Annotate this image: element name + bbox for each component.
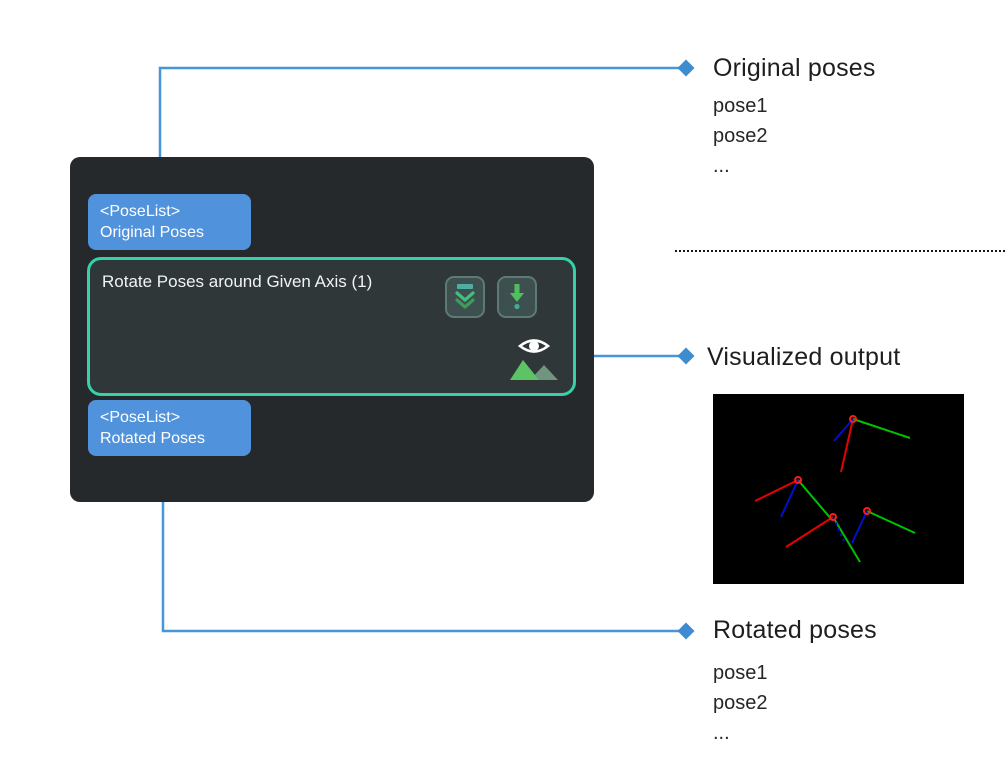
diamond-marker [677,347,695,365]
step-title: Rotate Poses around Given Axis (1) [102,272,373,291]
step-node[interactable]: Rotate Poses around Given Axis (1) [87,257,576,396]
section-divider [675,250,1005,252]
input-port-type: <PoseList> [100,203,181,220]
output-port-name: Rotated Poses [100,430,205,447]
annotation-title: Visualized output [707,343,901,371]
annotation-title: Rotated poses [713,616,877,644]
pose-list-item: pose1 [713,95,768,117]
input-port-label[interactable]: <PoseList> Original Poses [88,194,251,250]
diamond-marker [677,59,695,77]
pose-visualization-image [713,394,964,584]
execute-step-icon [504,282,530,313]
eye-icon [517,339,551,353]
annotation-rotated-poses: Rotated poses pose1 pose2 ... [713,616,877,748]
output-port-type: <PoseList> [100,409,181,426]
unfold-parameters-icon [452,282,478,313]
output-port-label[interactable]: <PoseList> Rotated Poses [88,400,251,456]
pose-list-item: pose2 [713,125,768,147]
annotation-title: Original poses [713,54,876,82]
unfold-parameters-button[interactable] [445,276,485,318]
pose-list-item: pose1 [713,662,768,684]
pose-list-ellipsis: ... [713,155,730,177]
mountains-icon [510,360,558,380]
visualize-output-icon[interactable] [508,334,560,382]
pose-list-ellipsis: ... [713,722,730,744]
pose-list-item: pose2 [713,692,768,714]
diamond-marker [677,622,695,640]
input-port-name: Original Poses [100,224,205,241]
execute-step-button[interactable] [497,276,537,318]
annotation-visualized-output: Visualized output [707,343,900,372]
annotation-original-poses: Original poses pose1 pose2 ... [713,54,876,181]
